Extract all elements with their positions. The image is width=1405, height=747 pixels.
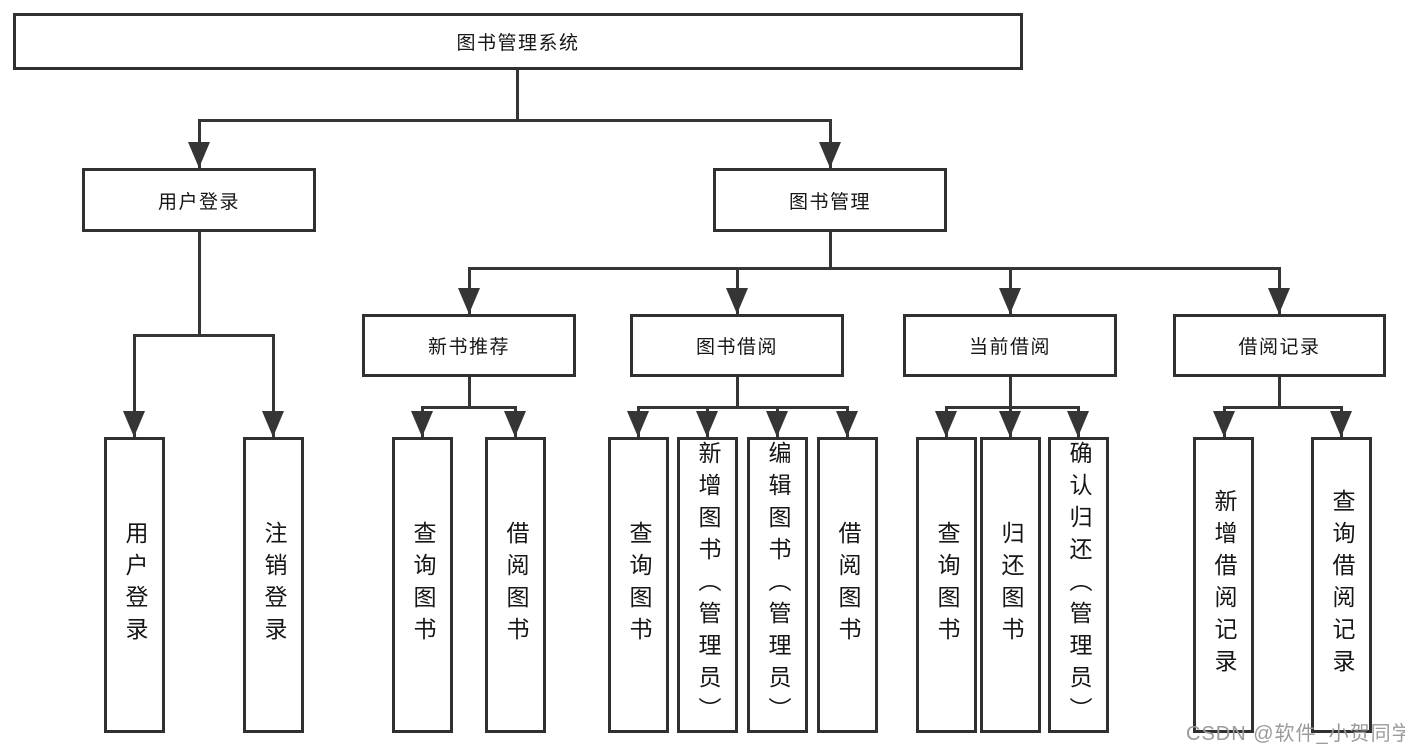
connector-line — [1008, 377, 1012, 407]
leaf-return-books: 归还图书 — [980, 437, 1041, 733]
leaf-label: 查询图书 — [626, 521, 652, 649]
arrow-down-icon — [999, 288, 1021, 314]
leaf-label: 用户登录 — [122, 521, 148, 649]
arrow-down-icon — [1330, 411, 1352, 437]
arrow-down-icon — [458, 288, 480, 314]
arrow-down-icon — [696, 411, 718, 437]
leaf-label: 注销登录 — [261, 521, 287, 649]
leaf-label: 归还图书 — [998, 521, 1024, 649]
connector-line — [735, 377, 739, 407]
leaf-confirm-return-admin: 确认归还（管理员） — [1048, 437, 1109, 733]
leaf-query-borrow-record: 查询借阅记录 — [1311, 437, 1372, 733]
leaf-query-books-current: 查询图书 — [916, 437, 977, 733]
connector-line — [467, 377, 471, 407]
connector-line — [132, 334, 275, 337]
arrow-down-icon — [1067, 411, 1089, 437]
arrow-down-icon — [123, 411, 145, 437]
arrow-down-icon — [627, 411, 649, 437]
node-borrowing-records: 借阅记录 — [1173, 314, 1386, 377]
connector-line — [467, 267, 1281, 270]
node-book-borrowing: 图书借阅 — [630, 314, 844, 377]
arrow-down-icon — [1268, 288, 1290, 314]
node-book-management: 图书管理 — [713, 168, 947, 232]
connector-line — [944, 406, 1080, 409]
connector-line — [197, 119, 832, 122]
arrow-down-icon — [935, 411, 957, 437]
connector-line — [1222, 406, 1343, 409]
leaf-query-books-borrow: 查询图书 — [608, 437, 669, 733]
arrow-down-icon — [188, 142, 210, 168]
leaf-label: 借阅图书 — [503, 521, 529, 649]
leaf-add-books-admin: 新增图书（管理员） — [677, 437, 738, 733]
connector-line — [1277, 377, 1281, 407]
connector-line — [636, 406, 849, 409]
connector-line — [828, 232, 832, 268]
connector-line — [132, 334, 136, 437]
leaf-edit-books-admin: 编辑图书（管理员） — [747, 437, 808, 733]
leaf-label: 查询图书 — [410, 521, 436, 649]
node-user-login: 用户登录 — [82, 168, 316, 232]
connector-line — [515, 70, 519, 120]
arrow-down-icon — [262, 411, 284, 437]
watermark: CSDN @软件_小贺同学 — [1186, 723, 1405, 745]
node-new-book-recommendation: 新书推荐 — [362, 314, 576, 377]
connector-line — [197, 232, 201, 335]
arrow-down-icon — [836, 411, 858, 437]
leaf-user-login: 用户登录 — [104, 437, 165, 733]
node-current-borrowing: 当前借阅 — [903, 314, 1117, 377]
leaf-label: 新增图书（管理员） — [695, 441, 721, 729]
leaf-query-books-recommend: 查询图书 — [392, 437, 453, 733]
leaf-borrow-books-recommend: 借阅图书 — [485, 437, 546, 733]
leaf-label: 借阅图书 — [835, 521, 861, 649]
leaf-label: 查询借阅记录 — [1329, 489, 1355, 681]
leaf-label: 确认归还（管理员） — [1066, 441, 1092, 729]
leaf-logout: 注销登录 — [243, 437, 304, 733]
arrow-down-icon — [766, 411, 788, 437]
leaf-label: 编辑图书（管理员） — [765, 441, 791, 729]
connector-line — [420, 406, 517, 409]
leaf-label: 查询图书 — [934, 521, 960, 649]
leaf-label: 新增借阅记录 — [1211, 489, 1237, 681]
arrow-down-icon — [999, 411, 1021, 437]
arrow-down-icon — [1213, 411, 1235, 437]
arrow-down-icon — [726, 288, 748, 314]
leaf-borrow-books: 借阅图书 — [817, 437, 878, 733]
arrow-down-icon — [819, 142, 841, 168]
arrow-down-icon — [504, 411, 526, 437]
leaf-add-borrow-record: 新增借阅记录 — [1193, 437, 1254, 733]
node-library-management-system: 图书管理系统 — [13, 13, 1023, 70]
arrow-down-icon — [411, 411, 433, 437]
connector-line — [271, 334, 275, 437]
